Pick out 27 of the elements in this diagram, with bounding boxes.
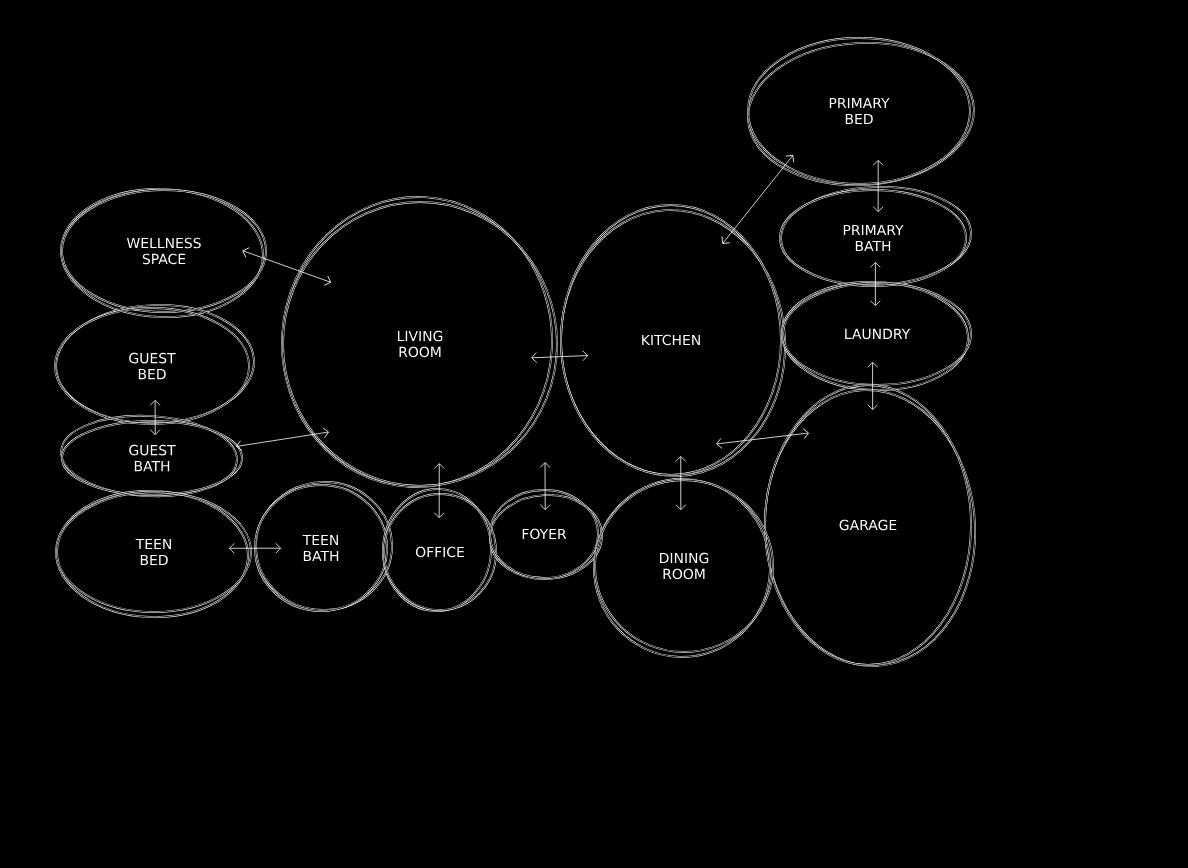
double-arrow: [531, 350, 589, 363]
double-arrow: [716, 428, 809, 449]
room-bubble: PRIMARY BED: [747, 37, 975, 186]
double-arrow: [872, 159, 884, 213]
double-arrow: [433, 463, 445, 519]
double-arrow: [721, 154, 795, 244]
room-bubble: TEEN BED: [55, 490, 252, 618]
double-arrow: [242, 247, 332, 286]
double-arrow: [236, 427, 329, 452]
room-bubble: DINING ROOM: [593, 478, 774, 658]
double-arrow: [869, 261, 881, 307]
room-bubble: GARAGE: [764, 384, 976, 667]
room-bubble: LAUNDRY: [781, 281, 972, 391]
room-bubble: KITCHEN: [560, 204, 786, 477]
double-arrow: [675, 456, 687, 511]
double-arrow: [229, 542, 282, 554]
room-bubble: PRIMARY BATH: [779, 186, 972, 287]
room-bubble: GUEST BED: [54, 304, 255, 425]
room-bubble: OFFICE: [382, 488, 497, 612]
room-bubble: TEEN BATH: [254, 481, 393, 612]
room-bubble: WELLNESS SPACE: [60, 188, 267, 318]
double-arrow: [539, 462, 551, 511]
double-arrow: [867, 361, 879, 410]
room-bubble: GUEST BATH: [60, 414, 243, 498]
double-arrow: [149, 399, 161, 436]
room-bubble: LIVING ROOM: [281, 196, 558, 488]
room-bubble: FOYER: [489, 489, 603, 580]
